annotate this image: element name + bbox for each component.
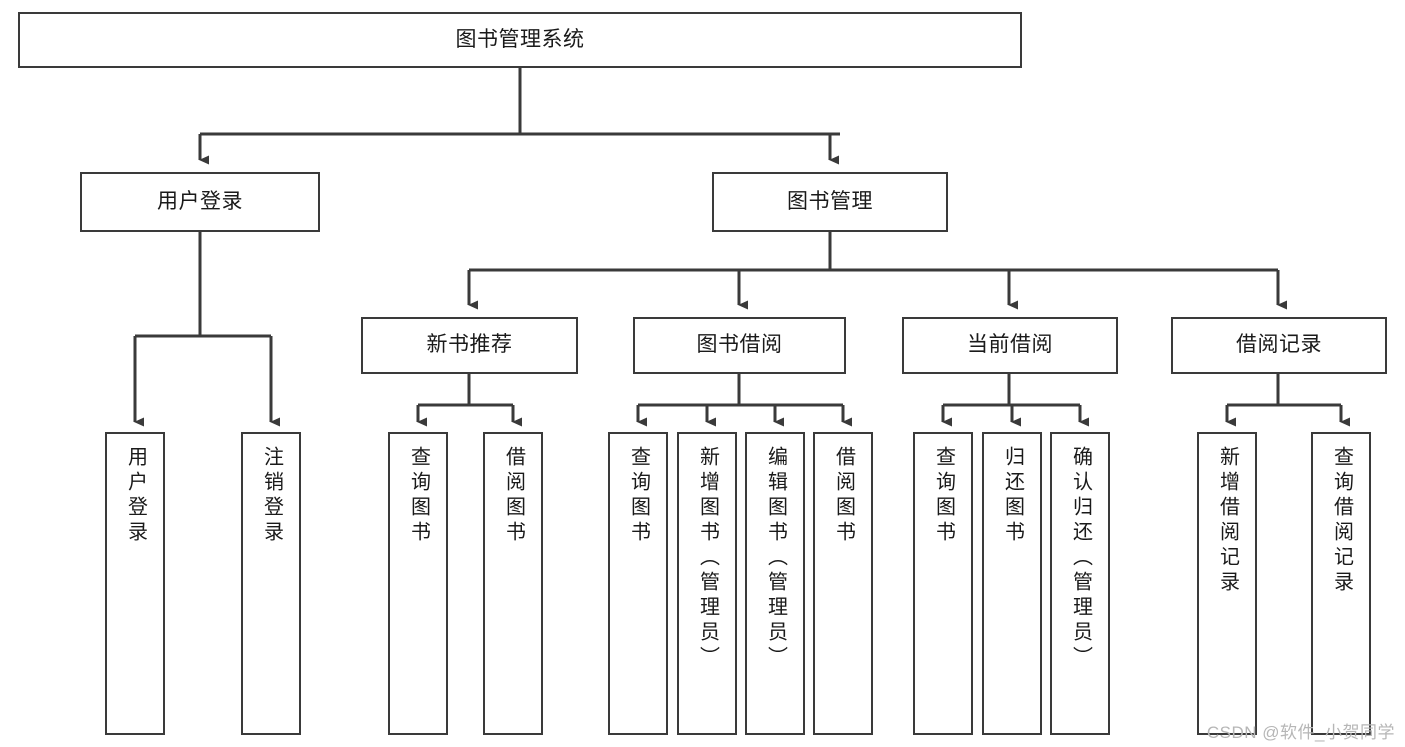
node-leaf-add-record-label: 新增借阅记录 (1216, 446, 1239, 596)
node-leaf-user-logout-label: 注销登录 (260, 446, 283, 546)
node-leaf-borrow-book-1-label: 借阅图书 (502, 446, 525, 546)
node-book-management-label: 图书管理 (787, 189, 873, 213)
node-leaf-query-book-1[interactable]: 查询图书 (388, 432, 448, 735)
node-book-management[interactable]: 图书管理 (712, 172, 948, 232)
node-leaf-return-book-label: 归还图书 (1001, 446, 1024, 546)
node-leaf-user-login[interactable]: 用户登录 (105, 432, 165, 735)
node-root[interactable]: 图书管理系统 (18, 12, 1022, 68)
node-leaf-borrow-book-2[interactable]: 借阅图书 (813, 432, 873, 735)
node-new-book-recommend-label: 新书推荐 (426, 333, 513, 357)
node-book-borrow-label: 图书借阅 (696, 333, 783, 357)
node-root-label: 图书管理系统 (455, 27, 585, 51)
node-leaf-borrow-book-1[interactable]: 借阅图书 (483, 432, 543, 735)
node-user-login-label: 用户登录 (157, 189, 243, 213)
node-leaf-query-record-label: 查询借阅记录 (1330, 446, 1353, 596)
node-book-borrow[interactable]: 图书借阅 (633, 317, 846, 374)
node-leaf-edit-book-label: 编辑图书（管理员） (764, 446, 787, 671)
node-leaf-confirm-return-label: 确认归还（管理员） (1069, 446, 1092, 671)
node-leaf-add-record[interactable]: 新增借阅记录 (1197, 432, 1257, 735)
node-leaf-query-book-1-label: 查询图书 (407, 446, 430, 546)
node-leaf-add-book-label: 新增图书（管理员） (696, 446, 719, 671)
watermark-text: CSDN @软件_小贺同学 (1206, 723, 1395, 742)
node-leaf-query-book-3-label: 查询图书 (932, 446, 955, 546)
node-new-book-recommend[interactable]: 新书推荐 (361, 317, 578, 374)
node-leaf-query-book-2-label: 查询图书 (627, 446, 650, 546)
node-leaf-add-book[interactable]: 新增图书（管理员） (677, 432, 737, 735)
node-leaf-edit-book[interactable]: 编辑图书（管理员） (745, 432, 805, 735)
node-borrow-record-label: 借阅记录 (1236, 333, 1322, 357)
node-current-borrow[interactable]: 当前借阅 (902, 317, 1118, 374)
node-borrow-record[interactable]: 借阅记录 (1171, 317, 1387, 374)
node-leaf-query-book-3[interactable]: 查询图书 (913, 432, 973, 735)
node-leaf-return-book[interactable]: 归还图书 (982, 432, 1042, 735)
node-leaf-user-logout[interactable]: 注销登录 (241, 432, 301, 735)
node-user-login[interactable]: 用户登录 (80, 172, 320, 232)
node-leaf-borrow-book-2-label: 借阅图书 (832, 446, 855, 546)
node-leaf-user-login-label: 用户登录 (124, 446, 147, 546)
node-current-borrow-label: 当前借阅 (967, 333, 1053, 357)
node-leaf-query-book-2[interactable]: 查询图书 (608, 432, 668, 735)
node-leaf-query-record[interactable]: 查询借阅记录 (1311, 432, 1371, 735)
node-leaf-confirm-return[interactable]: 确认归还（管理员） (1050, 432, 1110, 735)
